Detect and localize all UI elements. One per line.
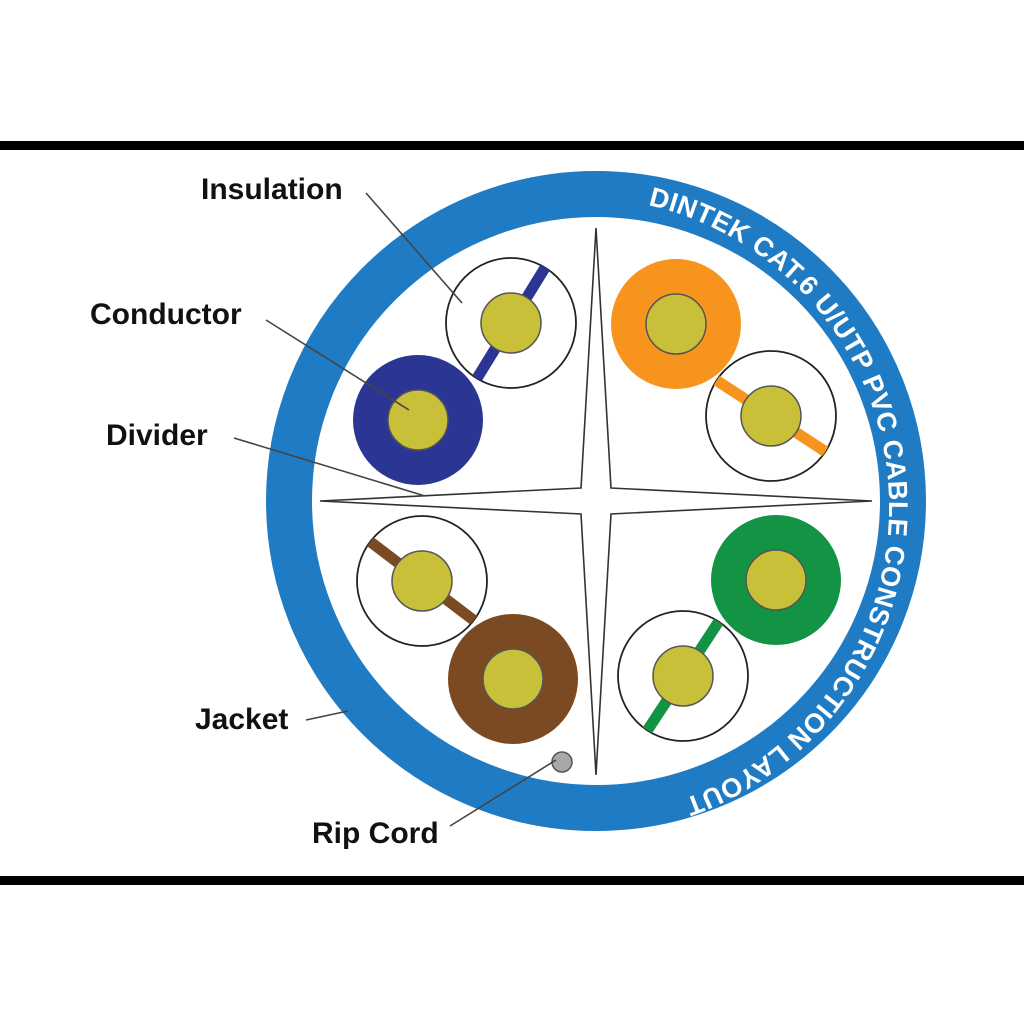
rip-cord — [551, 751, 573, 773]
conductor-leader — [265, 319, 410, 411]
brown-wire — [448, 614, 578, 744]
bottom-border-bar — [0, 876, 1024, 885]
rip-cord-label: Rip Cord — [312, 817, 439, 850]
green-white-wire — [617, 610, 749, 742]
jacket-label: Jacket — [195, 703, 288, 736]
divider-leader — [233, 437, 426, 497]
brown-white-wire — [356, 515, 488, 647]
blue-white-wire — [445, 257, 577, 389]
blue-wire — [353, 355, 483, 485]
insulation-leader — [365, 192, 463, 304]
orange-wire — [611, 259, 741, 389]
divider-cross — [319, 227, 873, 776]
rip-cord-leader — [449, 759, 557, 827]
green-wire — [711, 515, 841, 645]
conductor-label: Conductor — [90, 298, 242, 331]
jacket-leader — [305, 710, 349, 721]
top-border-bar — [0, 141, 1024, 150]
divider-label: Divider — [106, 419, 208, 452]
orange-white-wire — [705, 350, 837, 482]
insulation-label: Insulation — [201, 173, 343, 206]
